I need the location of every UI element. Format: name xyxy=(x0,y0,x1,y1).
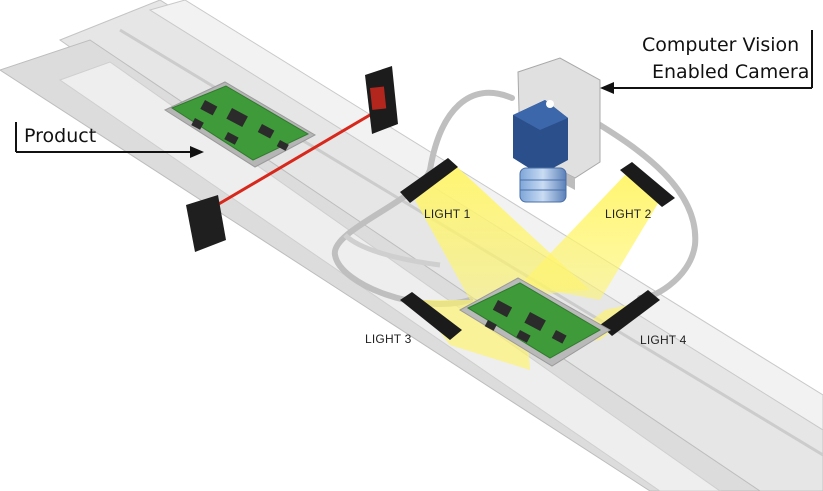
camera-label-line1: Computer Vision xyxy=(642,34,800,56)
product-label: Product xyxy=(24,125,97,147)
light-4-fixture xyxy=(600,290,660,336)
light-1-fixture xyxy=(400,158,458,203)
light-4-label: LIGHT 4 xyxy=(640,333,687,347)
laser-receiver xyxy=(186,195,226,252)
light-2-label: LIGHT 2 xyxy=(605,207,652,221)
light-fixtures xyxy=(400,158,675,340)
light-2-fixture xyxy=(620,162,675,207)
camera-indicator-icon xyxy=(546,100,554,108)
light-3-fixture xyxy=(400,292,462,340)
light-3-label: LIGHT 3 xyxy=(365,332,412,346)
laser-emitter-window xyxy=(370,86,387,110)
cable-under-rail xyxy=(343,233,441,268)
product-callout xyxy=(15,122,204,158)
product-board-incoming xyxy=(163,81,317,168)
camera-callout xyxy=(600,30,813,94)
product-board-inspected xyxy=(459,277,611,367)
camera-lens xyxy=(519,167,567,203)
camera-assembly xyxy=(513,57,601,203)
camera-callout-arrow-icon xyxy=(600,82,614,94)
laser-sensor xyxy=(186,66,398,252)
laser-beam xyxy=(199,110,376,217)
light-1-label: LIGHT 1 xyxy=(424,207,471,221)
camera-label-line2: Enabled Camera xyxy=(652,61,810,83)
conveyor-belt-bottom xyxy=(58,61,721,491)
product-callout-arrow-icon xyxy=(190,146,204,158)
light-2-beam xyxy=(520,175,660,300)
cable-loop xyxy=(331,89,699,307)
